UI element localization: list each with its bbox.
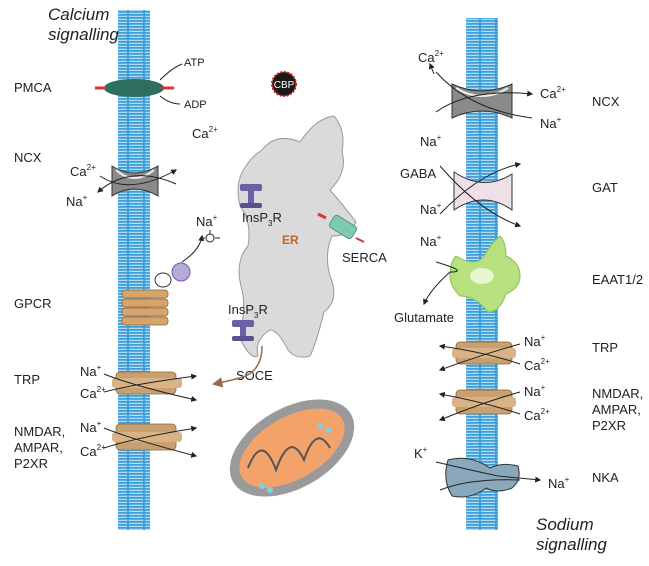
ion-na-eaat: Na+	[420, 233, 442, 249]
label-nka: NKA	[592, 470, 619, 485]
soce-arrow	[211, 345, 263, 388]
label-nmdar-left-1: NMDAR,	[14, 424, 65, 439]
sodium-title-line2: signalling	[536, 535, 607, 554]
calcium-title-line2: signalling	[48, 25, 119, 44]
ion-na-trp-right: Na+	[524, 333, 546, 349]
label-atp: ATP	[184, 57, 205, 69]
ion-ca-ncx-left-out: Ca2+	[192, 125, 218, 141]
label-nmdar-left-3: P2XR	[14, 456, 48, 471]
ncx-exchanger-left	[97, 165, 178, 197]
label-gat: GAT	[592, 180, 618, 195]
ion-ca-ncx-right-top: Ca2+	[418, 49, 444, 65]
label-nmdar-right-3: P2XR	[592, 418, 626, 433]
label-adp: ADP	[184, 99, 207, 111]
ncx-exchanger-right	[428, 62, 534, 119]
label-nmdar-right-2: AMPAR,	[592, 402, 641, 417]
nka-pump	[435, 457, 542, 498]
ion-ca-nmdar-left: Ca2+	[80, 443, 106, 459]
label-soce: SOCE	[236, 368, 273, 383]
label-ncx-right: NCX	[592, 94, 620, 109]
ion-ca-trp-left: Ca2+	[80, 385, 106, 401]
ion-na-nmdar-right: Na+	[524, 383, 546, 399]
sodium-title-line1: Sodium	[536, 515, 594, 534]
ion-na-gpcr: Na+	[196, 213, 218, 229]
gat-transporter	[439, 162, 522, 228]
label-ncx-left: NCX	[14, 150, 42, 165]
ion-na-ncx-right-in: Na+	[420, 133, 442, 149]
nmdar-channel-left	[103, 423, 198, 458]
nmdar-channel-right	[438, 389, 521, 421]
label-gpcr: GPCR	[14, 296, 52, 311]
ion-na-trp-left: Na+	[80, 363, 102, 379]
label-pmca: PMCA	[14, 80, 52, 95]
ion-na-nmdar-left: Na+	[80, 419, 102, 435]
label-cbp: CBP	[274, 80, 295, 91]
gpcr-receptor	[121, 234, 205, 326]
ion-k-nka: K+	[414, 445, 428, 461]
calcium-title-line1: Calcium	[48, 5, 109, 24]
insp3r-receptor-bottom	[232, 320, 254, 341]
ion-ca-trp-right: Ca2+	[524, 357, 550, 373]
ion-na-nka: Na+	[548, 475, 570, 491]
ion-ca-ncx-left-in: Ca2+	[70, 163, 96, 179]
label-insp3r-top: InsP3R	[242, 210, 282, 228]
label-nmdar-right-1: NMDAR,	[592, 386, 643, 401]
gpcr-signal-symbol	[200, 230, 220, 243]
label-eaat: EAAT1/2	[592, 272, 643, 287]
trp-channel-left	[103, 371, 198, 402]
label-gaba: GABA	[400, 166, 436, 181]
label-trp-left: TRP	[14, 372, 40, 387]
label-glutamate: Glutamate	[394, 310, 454, 325]
pmca-pump	[95, 63, 183, 105]
label-nmdar-left-2: AMPAR,	[14, 440, 63, 455]
serca-pump	[317, 212, 365, 243]
endoplasmic-reticulum	[237, 115, 357, 358]
mitochondrion	[229, 399, 355, 497]
ion-na-ncx-right-out: Na+	[540, 115, 562, 131]
cbp-protein: CBP	[271, 71, 297, 97]
eaat-transporter	[423, 235, 521, 313]
ion-na-ncx-left-in: Na+	[66, 193, 88, 209]
label-insp3r-bottom: InsP3R	[228, 302, 268, 320]
insp3r-receptor-top	[240, 184, 262, 208]
label-serca: SERCA	[342, 250, 387, 265]
ion-na-gat: Na+	[420, 201, 442, 217]
trp-channel-right	[438, 341, 521, 372]
ion-ca-ncx-right: Ca2+	[540, 85, 566, 101]
ion-ca-nmdar-right: Ca2+	[524, 407, 550, 423]
label-er: ER	[282, 233, 299, 247]
label-trp-right: TRP	[592, 340, 618, 355]
